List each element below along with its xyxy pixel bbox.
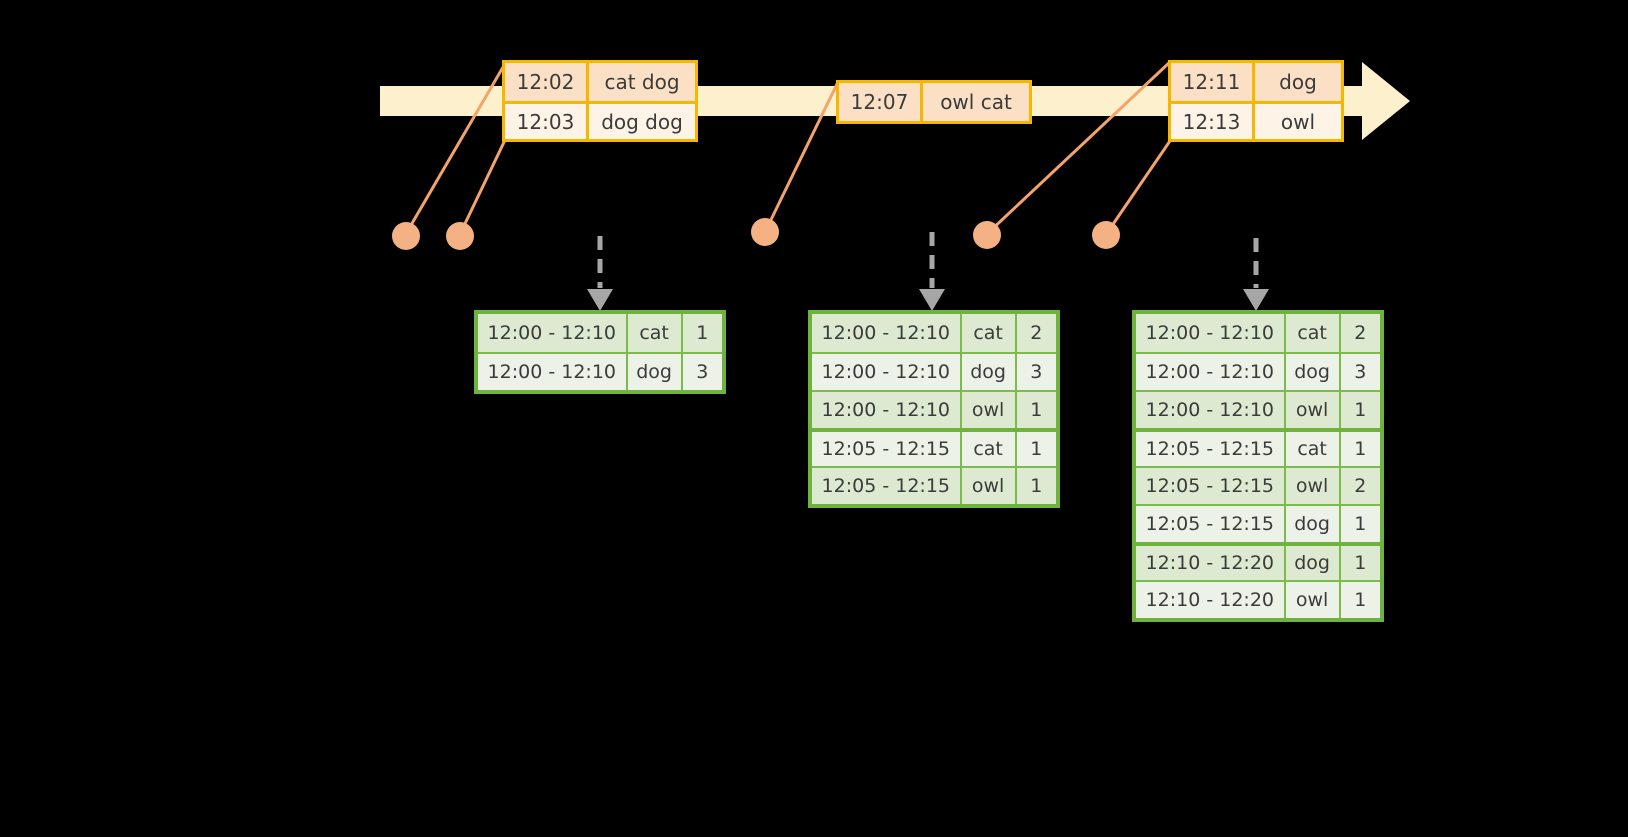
connector-dots: [392, 218, 1120, 250]
table-row[interactable]: 12:10 - 12:20 owl 1: [1136, 580, 1380, 618]
dashed-arrow-2-head: [919, 289, 945, 311]
table-row[interactable]: 12:05 - 12:15 dog 1: [1136, 504, 1380, 542]
cell-count: 3: [1354, 361, 1367, 383]
result-table-3[interactable]: 12:00 - 12:10 cat 2 12:00 - 12:10 dog 3 …: [1132, 310, 1384, 622]
cell-count: 1: [1354, 513, 1367, 535]
table-row[interactable]: 12:00 - 12:10 dog 3: [1136, 352, 1380, 390]
cell-count: 2: [1354, 475, 1367, 497]
table-row[interactable]: 12:00 - 12:10 owl 1: [1136, 390, 1380, 428]
event-time: 12:13: [1171, 104, 1255, 139]
table-row[interactable]: 12:00 - 12:10 cat 2: [1136, 314, 1380, 352]
cell-word: cat: [962, 432, 1017, 466]
cell-window: 12:05 - 12:15: [812, 432, 962, 466]
cell-window: 12:00 - 12:10: [812, 354, 962, 390]
cell-window: 12:00 - 12:10: [1136, 392, 1286, 428]
connector-dot-3: [751, 218, 779, 246]
cell-word: cat: [628, 314, 683, 352]
cell-word: dog: [1286, 354, 1341, 390]
dashed-arrow-1-head: [587, 289, 613, 311]
cell-window: 12:10 - 12:20: [1136, 546, 1286, 580]
connector-dot-4: [973, 221, 1001, 249]
cell-count: 1: [1354, 589, 1367, 611]
table-row[interactable]: 12:05 - 12:15 owl 1: [812, 466, 1056, 504]
table-row[interactable]: 12:05 - 12:15 owl 2: [1136, 466, 1380, 504]
cell-word: owl: [1286, 468, 1341, 504]
connector-line-3: [764, 81, 840, 231]
cell-window: 12:00 - 12:10: [478, 314, 628, 352]
event-row[interactable]: 12:02 cat dog: [505, 63, 695, 101]
cell-count: 2: [1354, 322, 1367, 344]
connector-line-5: [1105, 137, 1174, 234]
event-row[interactable]: 12:03 dog dog: [505, 101, 695, 139]
cell-count: 1: [1030, 475, 1043, 497]
event-words: dog: [1279, 70, 1317, 94]
table-row[interactable]: 12:00 - 12:10 dog 3: [478, 352, 722, 390]
cell-count: 2: [1030, 322, 1043, 344]
cell-count: 3: [696, 361, 709, 383]
dashed-arrow-3-head: [1243, 289, 1269, 311]
event-group-1[interactable]: 12:02 cat dog 12:03 dog dog: [502, 60, 698, 142]
event-row[interactable]: 12:07 owl cat: [839, 83, 1029, 121]
cell-word: owl: [962, 392, 1017, 428]
connector-line-1: [405, 61, 508, 233]
cell-count: 3: [1030, 361, 1043, 383]
event-words: cat dog: [604, 70, 680, 94]
cell-word: owl: [962, 468, 1017, 504]
event-group-2[interactable]: 12:07 owl cat: [836, 80, 1032, 124]
table-row[interactable]: 12:00 - 12:10 cat 2: [812, 314, 1056, 352]
connector-dot-1: [392, 222, 420, 250]
cell-window: 12:00 - 12:10: [1136, 314, 1286, 352]
timeline-arrowhead: [1362, 62, 1410, 140]
event-time: 12:07: [839, 83, 923, 121]
event-words: owl: [1280, 109, 1316, 134]
event-time: 12:03: [505, 104, 589, 139]
table-row[interactable]: 12:10 - 12:20 dog 1: [1136, 542, 1380, 580]
cell-word: dog: [628, 354, 683, 390]
cell-word: dog: [1286, 506, 1341, 542]
event-group-3[interactable]: 12:11 dog 12:13 owl: [1168, 60, 1344, 142]
dashed-arrows: [597, 232, 1259, 288]
table-row[interactable]: 12:05 - 12:15 cat 1: [1136, 428, 1380, 466]
connector-dot-5: [1092, 221, 1120, 249]
cell-word: owl: [1286, 582, 1341, 618]
table-row[interactable]: 12:00 - 12:10 dog 3: [812, 352, 1056, 390]
cell-window: 12:00 - 12:10: [478, 354, 628, 390]
table-row[interactable]: 12:05 - 12:15 cat 1: [812, 428, 1056, 466]
cell-window: 12:05 - 12:15: [812, 468, 962, 504]
cell-count: 1: [1354, 552, 1367, 574]
cell-window: 12:00 - 12:10: [812, 392, 962, 428]
table-row[interactable]: 12:00 - 12:10 cat 1: [478, 314, 722, 352]
cell-window: 12:05 - 12:15: [1136, 506, 1286, 542]
result-table-2[interactable]: 12:00 - 12:10 cat 2 12:00 - 12:10 dog 3 …: [808, 310, 1060, 508]
cell-window: 12:00 - 12:10: [1136, 354, 1286, 390]
cell-window: 12:10 - 12:20: [1136, 582, 1286, 618]
cell-count: 1: [1030, 399, 1043, 421]
cell-word: dog: [1286, 546, 1341, 580]
event-time: 12:02: [505, 63, 589, 101]
cell-word: owl: [1286, 392, 1341, 428]
connector-line-2: [459, 137, 508, 233]
event-words: dog dog: [601, 109, 683, 134]
cell-count: 1: [1030, 438, 1043, 460]
event-words: owl cat: [940, 90, 1012, 114]
event-row[interactable]: 12:11 dog: [1171, 63, 1341, 101]
dashed-arrowheads: [587, 289, 1269, 311]
cell-count: 1: [1354, 438, 1367, 460]
event-row[interactable]: 12:13 owl: [1171, 101, 1341, 139]
connector-dot-2: [446, 222, 474, 250]
result-table-1[interactable]: 12:00 - 12:10 cat 1 12:00 - 12:10 dog 3: [474, 310, 726, 394]
cell-word: dog: [962, 354, 1017, 390]
cell-word: cat: [1286, 432, 1341, 466]
cell-count: 1: [696, 322, 709, 344]
event-time: 12:11: [1171, 63, 1255, 101]
cell-window: 12:00 - 12:10: [812, 314, 962, 352]
cell-window: 12:05 - 12:15: [1136, 468, 1286, 504]
table-row[interactable]: 12:00 - 12:10 owl 1: [812, 390, 1056, 428]
cell-count: 1: [1354, 399, 1367, 421]
cell-window: 12:05 - 12:15: [1136, 432, 1286, 466]
cell-word: cat: [962, 314, 1017, 352]
cell-word: cat: [1286, 314, 1341, 352]
